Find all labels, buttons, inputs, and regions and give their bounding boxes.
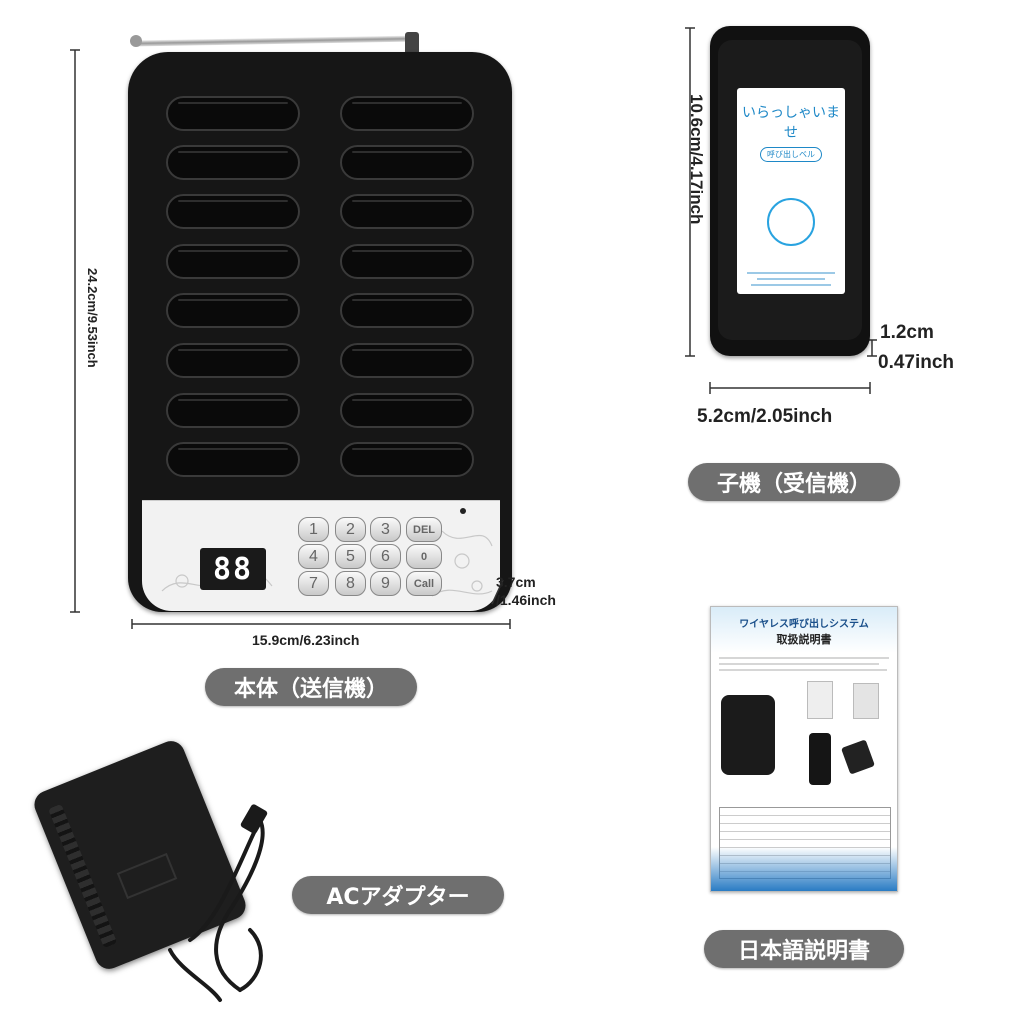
base-unit-caption: 本体（送信機） bbox=[205, 668, 417, 706]
manual-pager-photo bbox=[809, 733, 831, 785]
charging-slot bbox=[340, 343, 474, 378]
charging-slot bbox=[340, 145, 474, 180]
pager-screen-title: いらっしゃいませ bbox=[742, 105, 840, 141]
base-depth-dimension-cm: 3.7cm bbox=[496, 574, 536, 590]
pager-screen: いらっしゃいませ 呼び出しベル bbox=[737, 88, 845, 294]
status-led bbox=[460, 508, 466, 514]
charging-slot bbox=[166, 194, 300, 229]
pager-height-dimension: 10.6cm/4.17inch bbox=[687, 94, 706, 225]
charging-slot bbox=[166, 96, 300, 131]
pager-depth-dimension-inch: 0.47inch bbox=[878, 352, 955, 373]
charging-slot bbox=[166, 244, 300, 279]
seven-segment-display: 88 bbox=[200, 548, 266, 590]
key-6[interactable]: 6 bbox=[370, 544, 401, 569]
charging-slot bbox=[340, 442, 474, 477]
key-call[interactable]: Call bbox=[406, 571, 442, 596]
charging-slot bbox=[340, 393, 474, 428]
charging-slot bbox=[340, 96, 474, 131]
charging-slot bbox=[166, 145, 300, 180]
pager-caption: 子機（受信機） bbox=[688, 463, 900, 501]
pager-screen-fineprint bbox=[737, 272, 845, 286]
base-depth-dimension-inch: /1.46inch bbox=[496, 592, 556, 608]
key-9[interactable]: 9 bbox=[370, 571, 401, 596]
key-del[interactable]: DEL bbox=[406, 517, 442, 542]
pager-screen-subtitle: 呼び出しベル bbox=[760, 147, 822, 162]
key-2[interactable]: 2 bbox=[335, 517, 366, 542]
antenna-base bbox=[405, 32, 419, 58]
manual-base-photo bbox=[721, 695, 775, 775]
base-width-dimension: 15.9cm/6.23inch bbox=[252, 632, 360, 648]
power-cable-icon bbox=[168, 804, 268, 1002]
adapter-caption: ACアダプター bbox=[292, 876, 504, 914]
charging-slot bbox=[166, 393, 300, 428]
manual-title: ワイヤレス呼び出しシステム bbox=[739, 619, 869, 630]
manual-header bbox=[711, 607, 897, 653]
charging-slot bbox=[166, 293, 300, 328]
charging-slot bbox=[166, 343, 300, 378]
manual-sticker-photo bbox=[807, 681, 833, 719]
antenna-tip bbox=[130, 35, 142, 47]
key-1[interactable]: 1 bbox=[298, 517, 329, 542]
charging-slot bbox=[166, 442, 300, 477]
key-7[interactable]: 7 bbox=[298, 571, 329, 596]
charging-slot bbox=[340, 244, 474, 279]
pager-width-dimension: 5.2cm/2.05inch bbox=[697, 406, 833, 427]
manual-sticker-photo bbox=[853, 683, 879, 719]
charging-slot bbox=[340, 194, 474, 229]
key-8[interactable]: 8 bbox=[335, 571, 366, 596]
touch-ring-icon bbox=[767, 198, 815, 246]
manual-caption: 日本語説明書 bbox=[704, 930, 904, 968]
key-3[interactable]: 3 bbox=[370, 517, 401, 542]
manual-blue-wave bbox=[711, 847, 897, 891]
key-5[interactable]: 5 bbox=[335, 544, 366, 569]
charging-slot bbox=[340, 293, 474, 328]
manual-cover: ワイヤレス呼び出しシステム 取扱説明書 bbox=[710, 606, 898, 892]
manual-subtitle: 取扱説明書 bbox=[776, 633, 832, 646]
pager-depth-dimension-cm: 1.2cm bbox=[880, 322, 934, 343]
key-4[interactable]: 4 bbox=[298, 544, 329, 569]
base-height-dimension: 24.2cm/9.53inch bbox=[85, 268, 100, 368]
key-0[interactable]: 0 bbox=[406, 544, 442, 569]
manual-adapter-photo bbox=[840, 739, 876, 775]
